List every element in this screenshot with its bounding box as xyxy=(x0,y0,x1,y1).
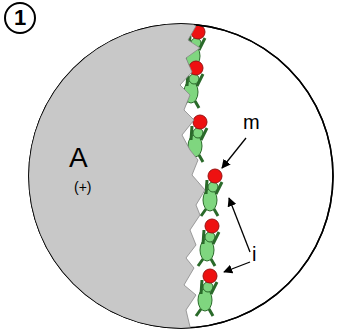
charge-sign: (+) xyxy=(74,180,92,194)
leader-lines xyxy=(222,138,250,272)
figure-number-text: 1 xyxy=(14,7,26,29)
ion-figure xyxy=(196,269,217,316)
region-letter: A xyxy=(69,144,88,172)
electrode-region: A (+) xyxy=(29,20,215,330)
callout-label: m xyxy=(243,112,260,132)
ion-figure xyxy=(201,169,222,216)
callout-label: i xyxy=(252,244,256,264)
region-shape xyxy=(29,20,215,330)
figure-number: 1 xyxy=(4,2,36,34)
ion-figure xyxy=(198,219,219,266)
